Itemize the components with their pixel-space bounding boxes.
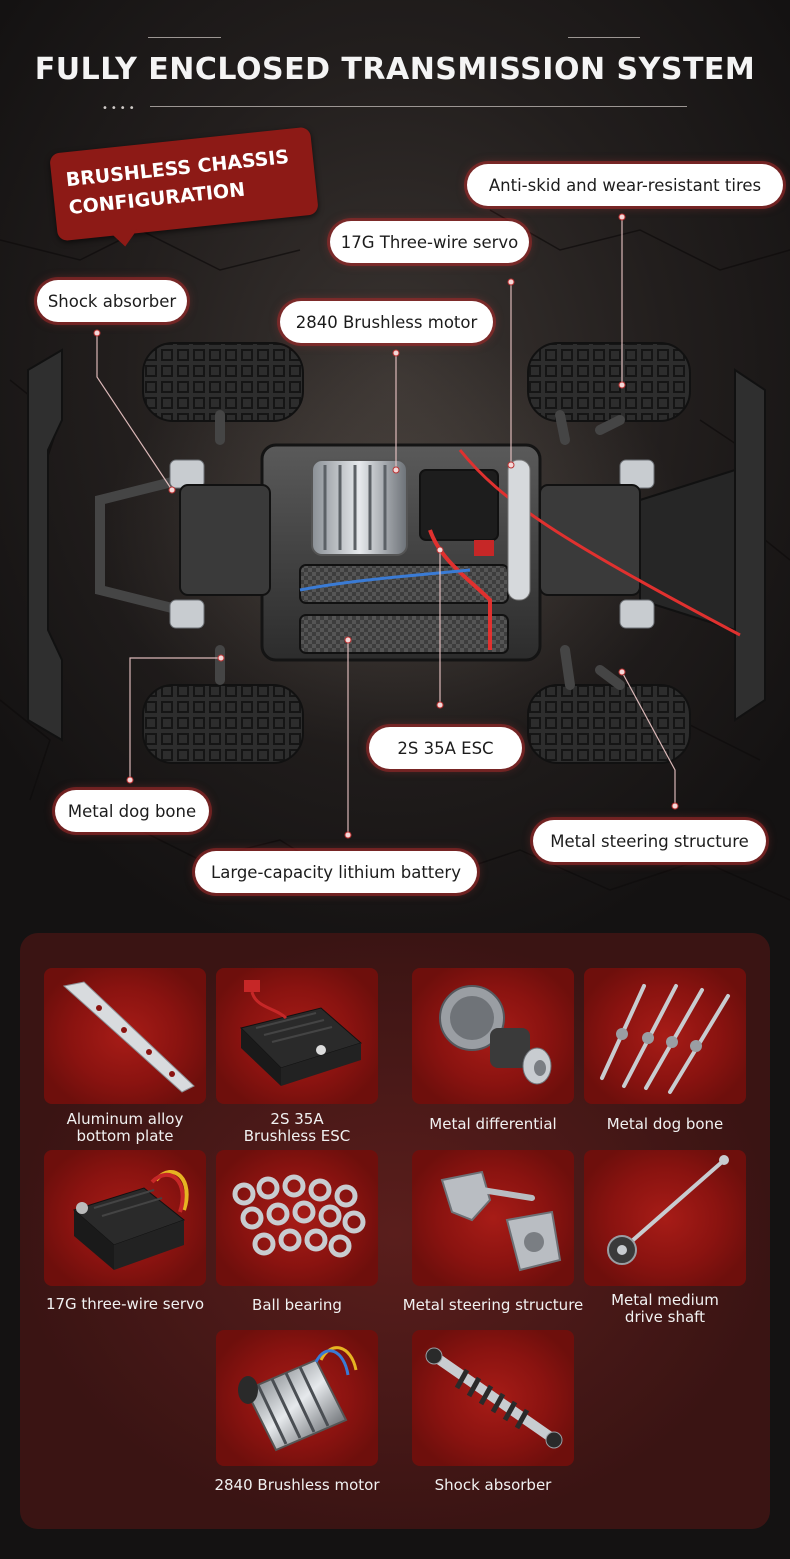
part-tile-dogbone: [584, 968, 746, 1104]
callout-shock: Shock absorber: [37, 280, 187, 322]
callout-servo: 17G Three-wire servo: [330, 221, 529, 263]
callout-motor: 2840 Brushless motor: [280, 301, 493, 343]
balance-wire: [299, 568, 471, 592]
chassis-illustration: [27, 342, 766, 764]
antenna-wire: [458, 449, 741, 637]
shock-icon: [425, 1347, 563, 1449]
part-label-bearing: Ball bearing: [197, 1297, 397, 1314]
part-label-line2: drive shaft: [624, 1308, 706, 1326]
rear-bumper: [27, 348, 63, 742]
callout-dogbone: Metal dog bone: [55, 790, 209, 832]
callout-esc: 2S 35A ESC: [369, 727, 522, 769]
part-label-line1: Aluminum alloy: [66, 1110, 184, 1128]
part-label-line1: Metal differential: [429, 1115, 557, 1133]
part-tile-shock: [412, 1330, 574, 1466]
part-tile-aluminum-plate: [44, 968, 206, 1104]
part-tile-motor: [216, 1330, 378, 1466]
title-dots: ••••: [102, 103, 138, 114]
part-label-esc: 2S 35A Brushless ESC: [197, 1111, 397, 1145]
driveshaft-icon: [607, 1155, 729, 1265]
part-tile-servo: [44, 1150, 206, 1286]
part-label-aluminum-plate: Aluminum alloy bottom plate: [25, 1111, 225, 1145]
t-plug: [474, 540, 494, 556]
callout-leaders: [93, 213, 679, 839]
part-label-differential: Metal differential: [393, 1116, 593, 1133]
esc-box: [419, 469, 499, 541]
part-label-line1: Metal steering structure: [402, 1296, 584, 1314]
part-label-line1: 2S 35A: [270, 1110, 324, 1128]
part-label-dogbone: Metal dog bone: [565, 1116, 765, 1133]
rear-gearbox: [179, 484, 271, 596]
part-tile-esc: [216, 968, 378, 1104]
page-title: FULLY ENCLOSED TRANSMISSION SYSTEM: [34, 52, 756, 87]
part-label-shock: Shock absorber: [393, 1477, 593, 1494]
tire-rear-left: [142, 684, 304, 764]
leader-dogbone: [129, 657, 221, 780]
part-label-line1: 2840 Brushless motor: [214, 1476, 380, 1494]
steering-icon: [440, 1170, 562, 1272]
part-label-line1: 17G three-wire servo: [45, 1295, 205, 1313]
part-tile-bearing: [216, 1150, 378, 1286]
esc-icon: [240, 980, 363, 1086]
part-label-line1: Metal medium: [611, 1291, 719, 1309]
motor-fins: [323, 465, 387, 550]
part-label-line2: bottom plate: [76, 1127, 174, 1145]
part-label-line2: Brushless ESC: [243, 1127, 351, 1145]
title-rule-top-right: [568, 37, 640, 38]
part-label-steering: Metal steering structure: [393, 1297, 593, 1314]
title-rule-top-left: [148, 37, 221, 38]
part-tile-driveshaft: [584, 1150, 746, 1286]
part-label-driveshaft: Metal medium drive shaft: [565, 1292, 765, 1326]
bearing-icon: [232, 1174, 366, 1258]
part-label-line1: Metal dog bone: [606, 1115, 724, 1133]
suspension-arms: [95, 410, 625, 690]
part-label-motor: 2840 Brushless motor: [197, 1477, 397, 1494]
shock-springs: [169, 459, 655, 629]
steering-link: [507, 459, 531, 601]
tire-rear-right: [527, 684, 691, 764]
leader-shock: [96, 333, 173, 491]
motor-icon: [238, 1346, 358, 1452]
differential-icon: [439, 985, 552, 1085]
part-tile-steering: [412, 1150, 574, 1286]
leader-steering: [621, 671, 676, 806]
motor: [311, 459, 408, 556]
part-label-servo: 17G three-wire servo: [25, 1296, 225, 1313]
aluminum-plate-icon: [62, 981, 195, 1093]
callout-tires: Anti-skid and wear-resistant tires: [467, 164, 783, 206]
battery-bottom: [299, 614, 509, 654]
dogbone-icon: [600, 984, 730, 1094]
callout-steering: Metal steering structure: [533, 820, 766, 862]
callout-battery: Large-capacity lithium battery: [195, 851, 477, 893]
part-label-line1: Shock absorber: [434, 1476, 552, 1494]
servo-icon: [73, 1170, 189, 1270]
title-rule-bottom: [150, 106, 687, 107]
part-label-line1: Ball bearing: [252, 1296, 342, 1314]
part-tile-differential: [412, 968, 574, 1104]
